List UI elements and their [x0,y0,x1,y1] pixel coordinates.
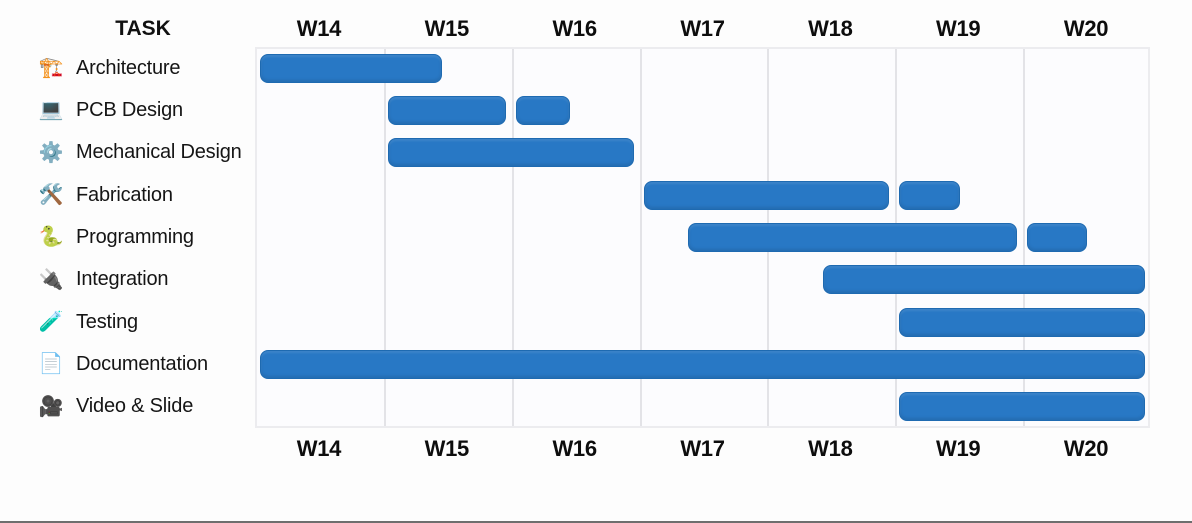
task-row-architecture: 🏗️ Architecture [0,47,255,89]
task-label-video-slide: Video & Slide [76,395,194,418]
task-label-testing: Testing [76,310,138,333]
week-label-bottom-w15: W15 [424,436,470,461]
task-row-mechanical-design: ⚙️ Mechanical Design [0,132,255,174]
gridline-W16-W17 [639,49,642,426]
week-label-bottom-w14: W14 [296,436,342,461]
week-label-top-w19: W19 [936,16,981,41]
week-label-top-w16: W16 [552,16,597,41]
bottom-window-edge [0,521,1192,523]
gantt-bar-testing-0 [899,307,1145,337]
gantt-bar-fabrication-0 [643,180,890,210]
week-label-bottom-w20: W20 [1063,436,1109,461]
week-label-bottom-w18: W18 [808,436,853,461]
week-label-top-w18: W18 [808,16,853,41]
gantt-bar-documentation-0 [260,350,1145,379]
gantt-bar-programming-1 [1027,223,1088,252]
task-label-programming: Programming [76,225,194,248]
task-label-architecture: Architecture [76,56,181,79]
week-label-top-w20: W20 [1063,16,1109,41]
task-row-pcb-design: 💻 PCB Design [0,89,255,131]
task-row-programming: 🐍 Programming [0,216,255,258]
gantt-bar-pcb-design-1 [515,96,570,125]
task-row-documentation: 📄 Documentation [0,343,255,385]
gear-icon: ⚙️ [38,141,64,164]
task-column-header: TASK [115,17,171,40]
gantt-bar-architecture-0 [260,53,442,83]
gantt-bar-fabrication-1 [899,180,960,210]
laptop-icon: 💻 [38,99,64,122]
week-label-top-w17: W17 [680,16,725,41]
task-row-integration: 🔌 Integration [0,259,255,301]
week-label-top-w14: W14 [296,16,342,41]
task-label-integration: Integration [76,268,169,291]
building-construction-icon: 🏗️ [38,57,64,80]
gantt-bar-programming-0 [688,223,1018,252]
week-label-bottom-w16: W16 [552,436,597,461]
gridline-W14-W15 [383,49,386,426]
task-label-mechanical-design: Mechanical Design [76,141,242,164]
gantt-bar-integration-0 [822,265,1145,295]
gantt-bar-pcb-design-0 [387,96,506,125]
test-tube-icon: 🧪 [38,311,64,334]
task-row-fabrication: 🛠️ Fabrication [0,174,255,216]
gantt-bar-video-slide-0 [899,392,1145,422]
week-label-bottom-w19: W19 [936,436,981,461]
gridline-W15-W16 [511,49,514,426]
task-label-fabrication: Fabrication [76,183,173,206]
electric-plug-icon: 🔌 [38,268,64,291]
task-row-testing: 🧪 Testing [0,301,255,343]
page-document-icon: 📄 [38,353,64,376]
snake-icon: 🐍 [38,226,64,249]
task-label-pcb-design: PCB Design [76,98,183,121]
week-label-bottom-w17: W17 [680,436,725,461]
gridline-W19-W20 [1023,49,1026,426]
gantt-bar-mechanical-design-0 [387,138,634,168]
task-row-video-slide: 🎥 Video & Slide [0,386,255,428]
movie-camera-icon: 🎥 [38,395,64,418]
task-label-documentation: Documentation [76,352,208,375]
hammer-and-wrench-icon: 🛠️ [38,184,64,207]
week-label-top-w15: W15 [424,16,470,41]
